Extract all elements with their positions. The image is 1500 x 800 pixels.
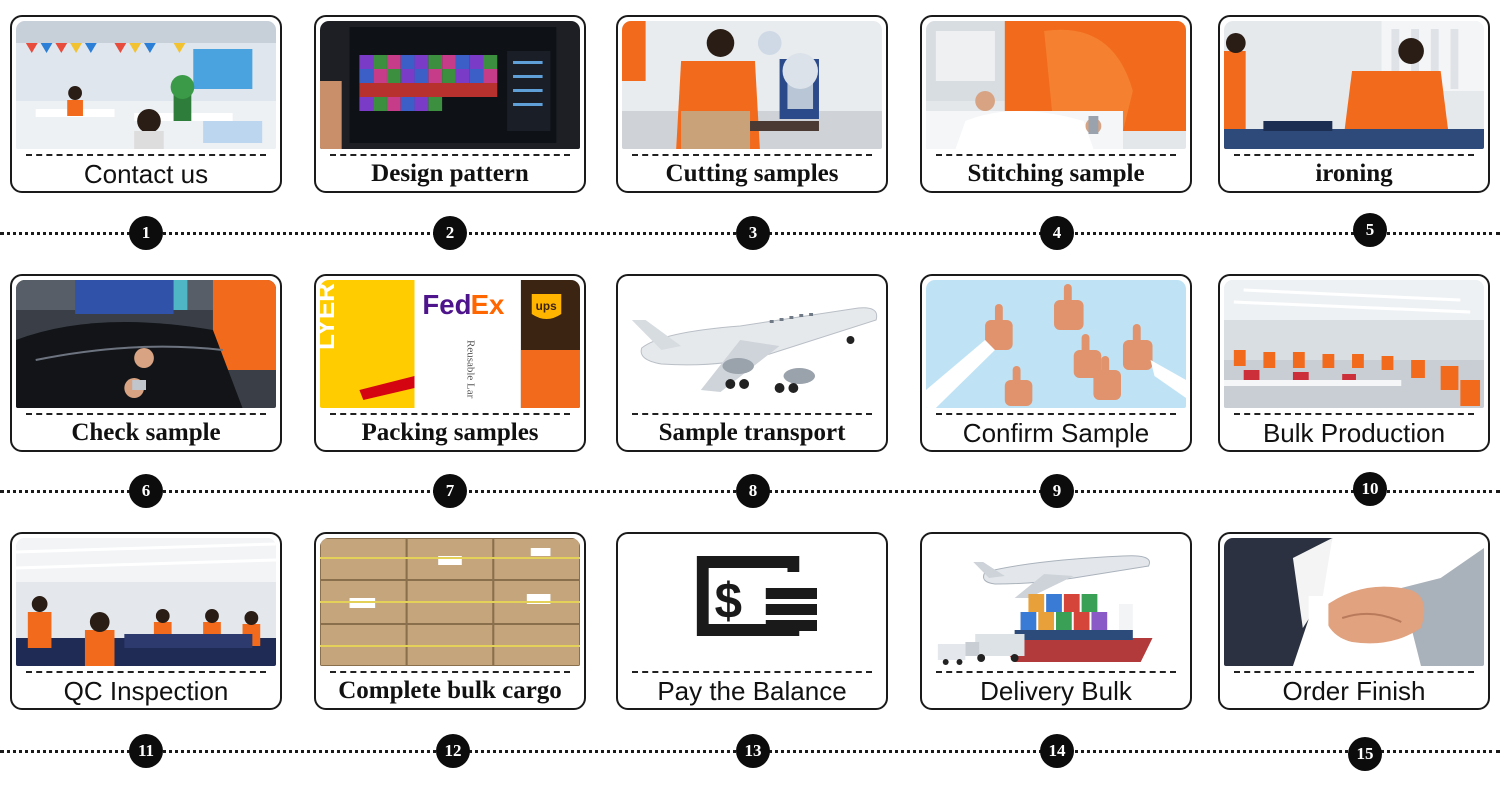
label-separator	[330, 671, 570, 673]
step-card-5: ironing	[1218, 15, 1490, 193]
step-label: ironing	[1315, 160, 1393, 187]
office-photo	[16, 21, 276, 149]
label-separator	[1234, 413, 1474, 415]
step-card-3: Cutting samples	[616, 15, 888, 193]
ups-text: ups	[536, 299, 557, 313]
step-card-11: QC Inspection	[10, 532, 282, 710]
label-separator	[632, 154, 872, 156]
step-number-badge: 5	[1353, 213, 1387, 247]
cargo-boxes-photo	[320, 538, 580, 666]
step-card-13: $ Pay the Balance	[616, 532, 888, 710]
payment-icon	[696, 556, 817, 636]
step-number-badge: 4	[1040, 216, 1074, 250]
step-card-2: Design pattern	[314, 15, 586, 193]
thumbs-up-photo	[926, 280, 1186, 408]
step-number-badge: 3	[736, 216, 770, 250]
reusable-text: Reusable Lar	[465, 340, 477, 399]
label-separator	[936, 413, 1176, 415]
step-label: Packing samples	[361, 419, 539, 446]
delivery-photo	[926, 538, 1186, 666]
step-label: Pay the Balance	[657, 675, 847, 706]
mailer-text: LYER	[320, 283, 340, 350]
step-number-badge: 13	[736, 734, 770, 768]
step-number-badge: 6	[129, 474, 163, 508]
step-card-4: Stitching sample	[920, 15, 1192, 193]
airplane-photo	[622, 280, 882, 408]
check-sample-photo	[16, 280, 276, 408]
step-number-badge: 1	[129, 216, 163, 250]
dollar-sign-icon: $	[715, 573, 742, 629]
pattern-design-photo	[320, 21, 580, 149]
label-separator	[330, 154, 570, 156]
handshake-photo	[1224, 538, 1484, 666]
step-card-12: Complete bulk cargo	[314, 532, 586, 710]
step-card-15: Order Finish	[1218, 532, 1490, 710]
step-number-badge: 12	[436, 734, 470, 768]
step-card-14: Delivery Bulk	[920, 532, 1192, 710]
step-label: Order Finish	[1282, 675, 1426, 706]
step-card-10: Bulk Production	[1218, 274, 1490, 452]
step-label: Check sample	[71, 419, 221, 446]
packing-samples-photo: LYER Fed Ex Reusable Lar ups	[320, 280, 580, 408]
step-label: Sample transport	[658, 419, 846, 446]
step-number-badge: 14	[1040, 734, 1074, 768]
step-number-badge: 9	[1040, 474, 1074, 508]
label-separator	[1234, 671, 1474, 673]
step-label: QC Inspection	[63, 675, 229, 706]
cutting-photo	[622, 21, 882, 149]
step-number-badge: 15	[1348, 737, 1382, 771]
stitching-photo	[926, 21, 1186, 149]
step-card-8: Sample transport	[616, 274, 888, 452]
label-separator	[26, 154, 266, 156]
label-separator	[1234, 154, 1474, 156]
step-label: Delivery Bulk	[980, 675, 1132, 706]
step-card-1: Contact us	[10, 15, 282, 193]
label-separator	[26, 671, 266, 673]
step-number-badge: 11	[129, 734, 163, 768]
step-label: Confirm Sample	[962, 417, 1150, 448]
payment-icon-area: $	[622, 538, 882, 666]
step-label: Complete bulk cargo	[338, 677, 562, 704]
step-number-badge: 2	[433, 216, 467, 250]
step-label: Stitching sample	[967, 160, 1145, 187]
step-card-6: Check sample	[10, 274, 282, 452]
step-number-badge: 8	[736, 474, 770, 508]
label-separator	[936, 154, 1176, 156]
label-separator	[632, 413, 872, 415]
bulk-production-photo	[1224, 280, 1484, 408]
step-label: Contact us	[83, 158, 209, 189]
label-separator	[26, 413, 266, 415]
ironing-photo	[1224, 21, 1484, 149]
fedex-ex-text: Ex	[471, 289, 505, 320]
step-card-7: LYER Fed Ex Reusable Lar ups Packing sam…	[314, 274, 586, 452]
qc-inspection-photo	[16, 538, 276, 666]
label-separator	[936, 671, 1176, 673]
step-number-badge: 7	[433, 474, 467, 508]
step-label: Cutting samples	[665, 160, 839, 187]
fedex-fed-text: Fed	[422, 289, 471, 320]
label-separator	[632, 671, 872, 673]
step-card-9: Confirm Sample	[920, 274, 1192, 452]
label-separator	[330, 413, 570, 415]
step-label: Design pattern	[371, 160, 529, 187]
step-label: Bulk Production	[1262, 417, 1446, 448]
step-number-badge: 10	[1353, 472, 1387, 506]
